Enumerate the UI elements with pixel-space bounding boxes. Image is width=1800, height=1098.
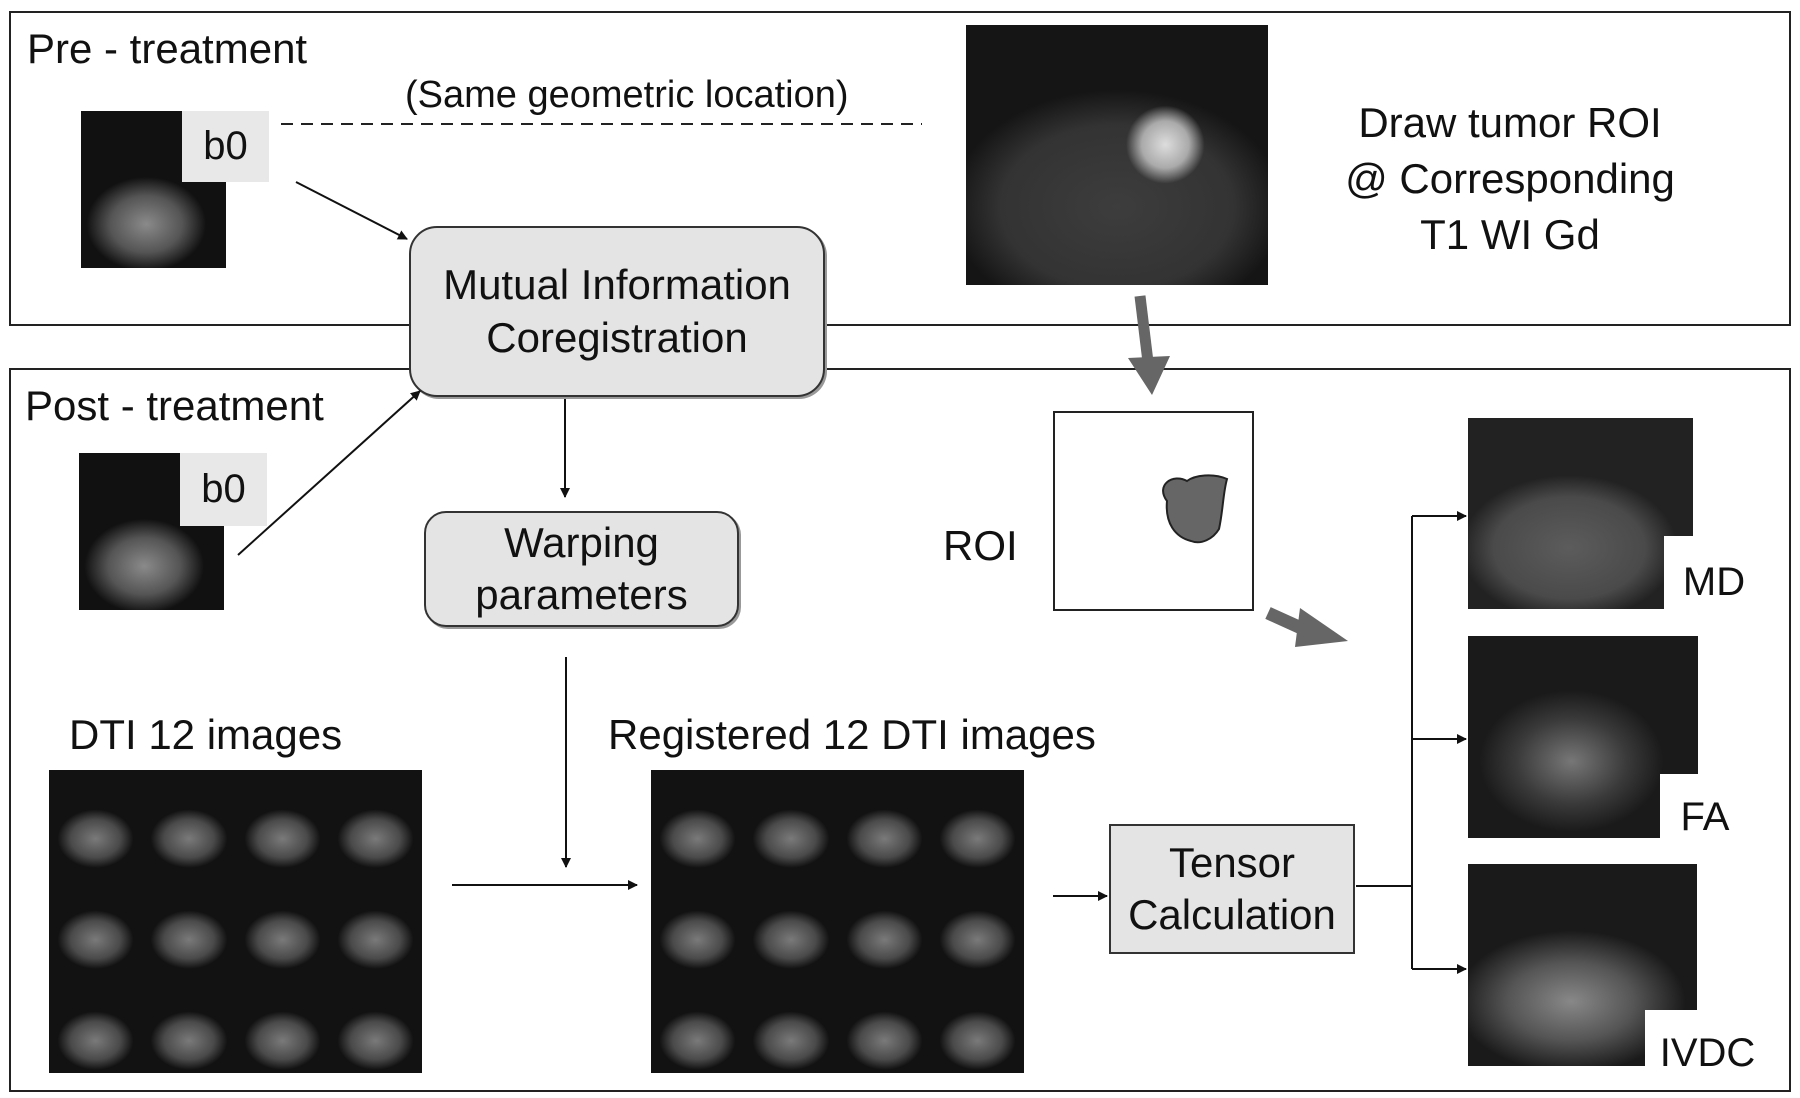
dti-12-images-label: DTI 12 images: [69, 711, 343, 758]
dti-thumbnail: [235, 972, 329, 1073]
dti-thumbnail: [142, 871, 236, 972]
dti-thumbnail: [328, 871, 422, 972]
dti-thumbnail: [744, 770, 838, 871]
tensor-line-1: Tensor: [1168, 838, 1296, 886]
md-label: MD: [1664, 536, 1764, 609]
dti-thumbnail: [837, 972, 931, 1073]
dti-thumbnail: [651, 972, 745, 1073]
post-treatment-title: Post - treatment: [25, 382, 324, 429]
dti-thumbnail: [142, 770, 236, 871]
same-location-note: (Same geometric location): [405, 74, 849, 116]
dti-thumbnail: [651, 770, 745, 871]
fa-map-image: [1468, 636, 1698, 838]
post-b0-label: b0: [180, 453, 267, 526]
dti-thumbnail: [142, 972, 236, 1073]
dti-thumbnail: [930, 871, 1024, 972]
dti-thumbnail: [837, 871, 931, 972]
dti-thumbnail: [930, 972, 1024, 1073]
roi-instruction-line-1: Draw tumor ROI: [1358, 99, 1662, 146]
coregistration-line-1: Mutual Information: [443, 261, 791, 308]
warping-line-2: parameters: [475, 571, 688, 618]
pre-b0-label: b0: [182, 111, 269, 182]
t1-gd-image: [966, 25, 1268, 285]
registered-dti-label: Registered 12 DTI images: [608, 711, 1096, 758]
mutual-information-coregistration-box: Mutual Information Coregistration: [409, 226, 825, 397]
fa-label: FA: [1660, 774, 1750, 844]
roi-mask-frame: [1053, 411, 1254, 611]
dti-thumbnail: [328, 972, 422, 1073]
pre-treatment-title: Pre - treatment: [27, 25, 308, 72]
coregistration-line-2: Coregistration: [486, 313, 748, 361]
dti-thumbnail: [235, 770, 329, 871]
warping-parameters-box: Warping parameters: [424, 511, 739, 627]
dti-thumbnail: [235, 871, 329, 972]
dti-thumbnail: [49, 871, 143, 972]
roi-label: ROI: [943, 522, 1018, 569]
dti-thumbnail: [837, 770, 931, 871]
dti-thumbnail: [49, 770, 143, 871]
tensor-line-2: Calculation: [1128, 891, 1336, 938]
roi-instruction-line-3: T1 WI Gd: [1420, 211, 1600, 258]
warping-line-1: Warping: [504, 518, 659, 566]
roi-instruction: Draw tumor ROI @ Corresponding T1 WI Gd: [1310, 95, 1710, 263]
dti-thumbnail: [930, 770, 1024, 871]
registered-dti-grid: [651, 770, 1024, 1073]
roi-instruction-line-2: @ Corresponding: [1345, 155, 1675, 202]
ivdc-label: IVDC: [1645, 1010, 1770, 1080]
dti-thumbnail: [744, 871, 838, 972]
post-b0-image: [79, 453, 224, 610]
dti-thumbnail: [744, 972, 838, 1073]
roi-shape: [1162, 474, 1229, 544]
dti-thumbnail: [49, 972, 143, 1073]
dti-thumbnail: [651, 871, 745, 972]
tensor-calculation-box: Tensor Calculation: [1109, 824, 1355, 954]
dti-images-grid: [49, 770, 422, 1073]
md-map-image: [1468, 418, 1693, 609]
dti-thumbnail: [328, 770, 422, 871]
pre-treatment-panel: [9, 11, 1791, 326]
